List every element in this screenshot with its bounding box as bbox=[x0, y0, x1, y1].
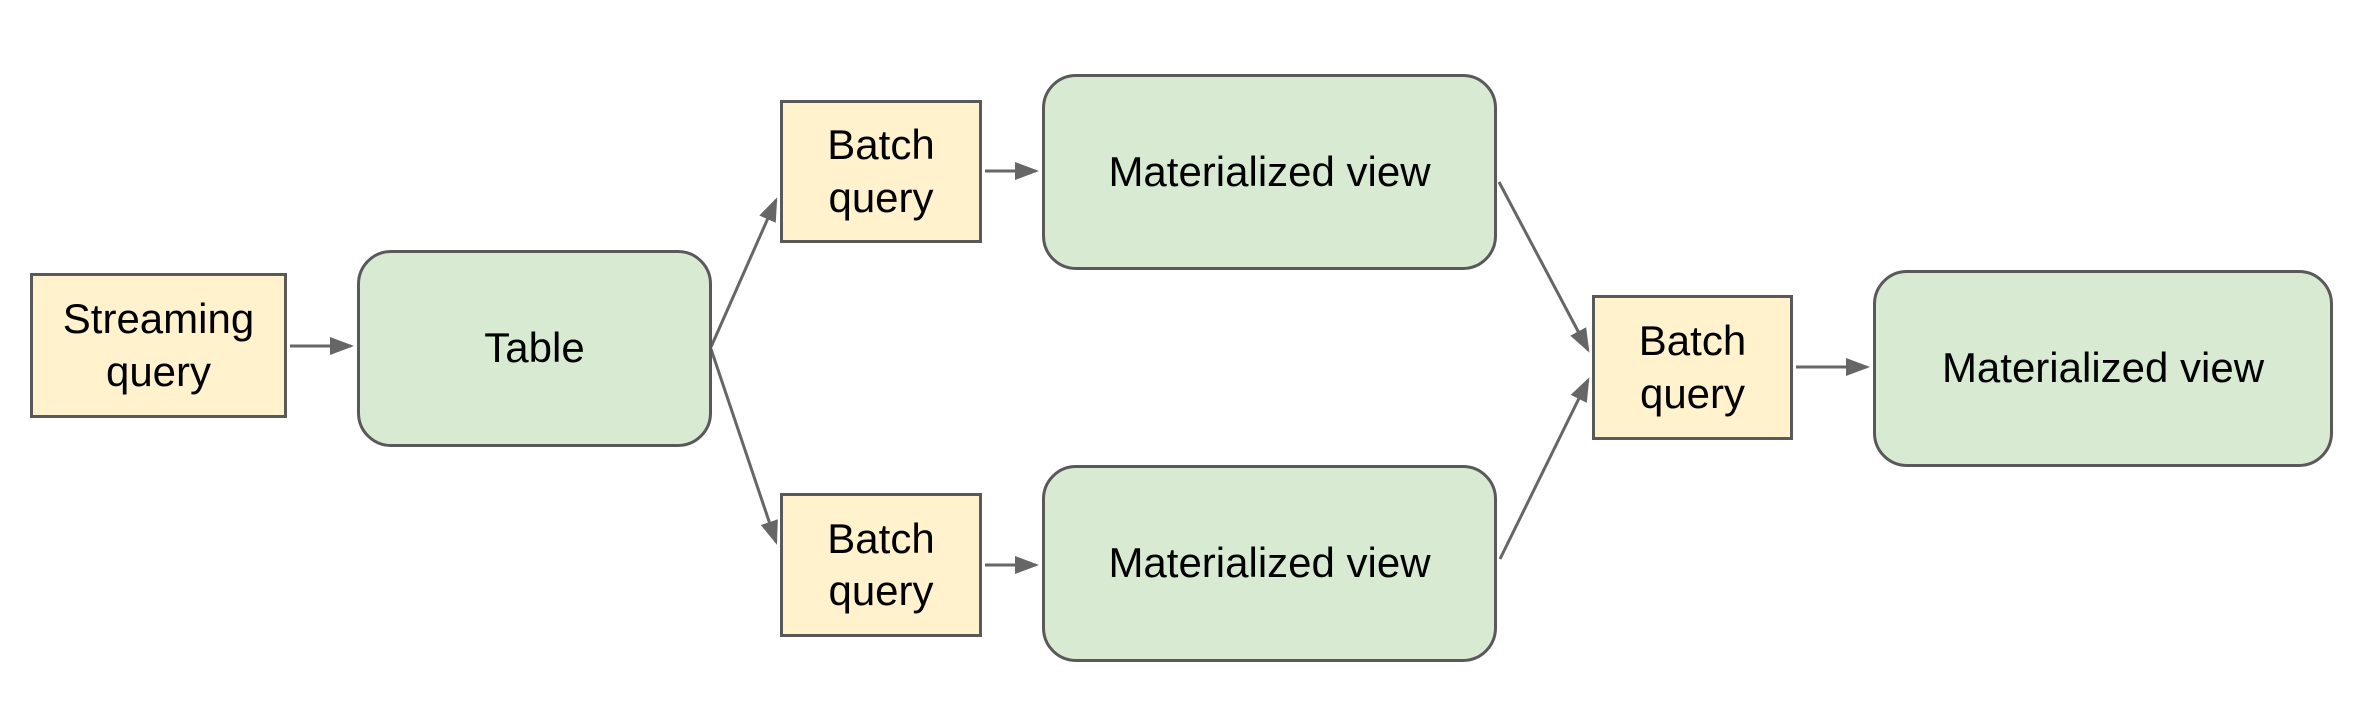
edge-materialized-view-bottom-to-batch-query-right bbox=[1498, 377, 1590, 560]
node-table: Table bbox=[357, 250, 712, 447]
node-batch-query-right: Batch query bbox=[1592, 295, 1793, 440]
edge-table-to-batch-query-bottom bbox=[709, 348, 778, 545]
node-materialized-view-top: Materialized view bbox=[1042, 74, 1497, 270]
node-batch-query-top: Batch query bbox=[780, 100, 982, 243]
node-streaming-query: Streaming query bbox=[30, 273, 287, 418]
node-batch-query-bottom: Batch query bbox=[780, 493, 982, 637]
node-materialized-view-right-label: Materialized view bbox=[1941, 344, 2265, 392]
node-batch-query-bottom-label: Batch query bbox=[827, 514, 935, 615]
edge-table-to-batch-query-top bbox=[709, 197, 778, 348]
edge-materialized-view-top-to-batch-query-right bbox=[1497, 181, 1590, 353]
node-batch-query-top-label: Batch query bbox=[827, 121, 935, 221]
node-batch-query-right-label: Batch query bbox=[1638, 317, 1747, 417]
node-materialized-view-bottom: Materialized view bbox=[1042, 465, 1497, 662]
node-streaming-query-label: Streaming query bbox=[62, 295, 255, 395]
node-table-label: Table bbox=[484, 324, 585, 372]
node-materialized-view-top-label: Materialized view bbox=[1108, 147, 1431, 195]
node-materialized-view-bottom-label: Materialized view bbox=[1108, 539, 1431, 587]
node-materialized-view-right: Materialized view bbox=[1873, 270, 2333, 467]
